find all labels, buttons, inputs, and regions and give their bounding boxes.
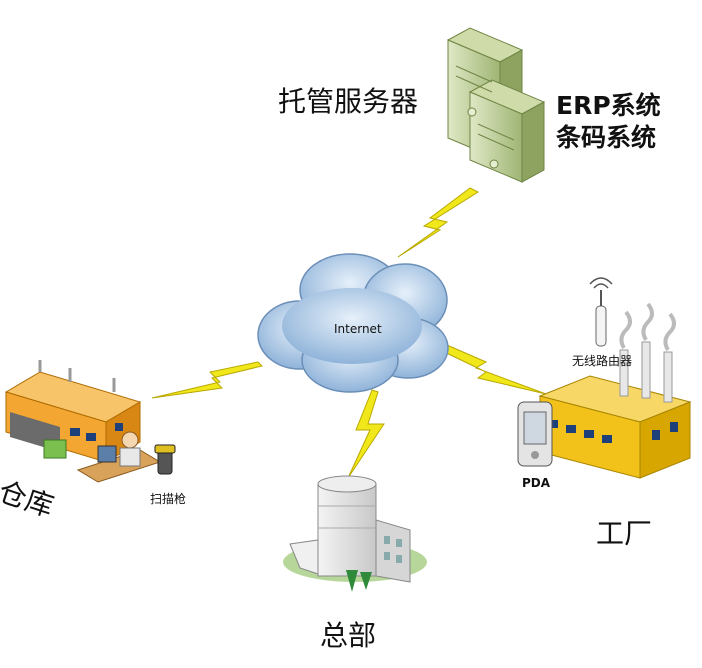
lightning-link-warehouse <box>151 361 263 399</box>
scanner-label: 扫描枪 <box>150 492 187 506</box>
headquarters-label: 总部 <box>320 619 377 652</box>
pda-label: PDA <box>522 476 551 490</box>
lightning-link-factory <box>435 341 547 395</box>
factory-label: 工厂 <box>596 517 653 550</box>
internet-cloud <box>257 253 449 393</box>
wireless-router-icon <box>589 277 613 347</box>
warehouse-icon <box>4 360 142 463</box>
pda-device-icon <box>517 401 553 467</box>
barcode-scanner-icon <box>154 444 176 475</box>
lightning-link-hq <box>347 389 385 479</box>
server-rack-icon <box>446 27 546 183</box>
worker-desk-icon <box>76 431 162 483</box>
server-label: 托管服务器 <box>278 85 419 118</box>
erp-system-label: ERP系统 <box>556 91 661 120</box>
lightning-link-server <box>397 187 480 258</box>
headquarters-icon <box>283 475 427 592</box>
barcode-system-label: 条码系统 <box>556 123 657 152</box>
internet-label: Internet <box>334 322 382 336</box>
factory-icon <box>538 302 692 479</box>
router-label: 无线路由器 <box>572 354 633 368</box>
